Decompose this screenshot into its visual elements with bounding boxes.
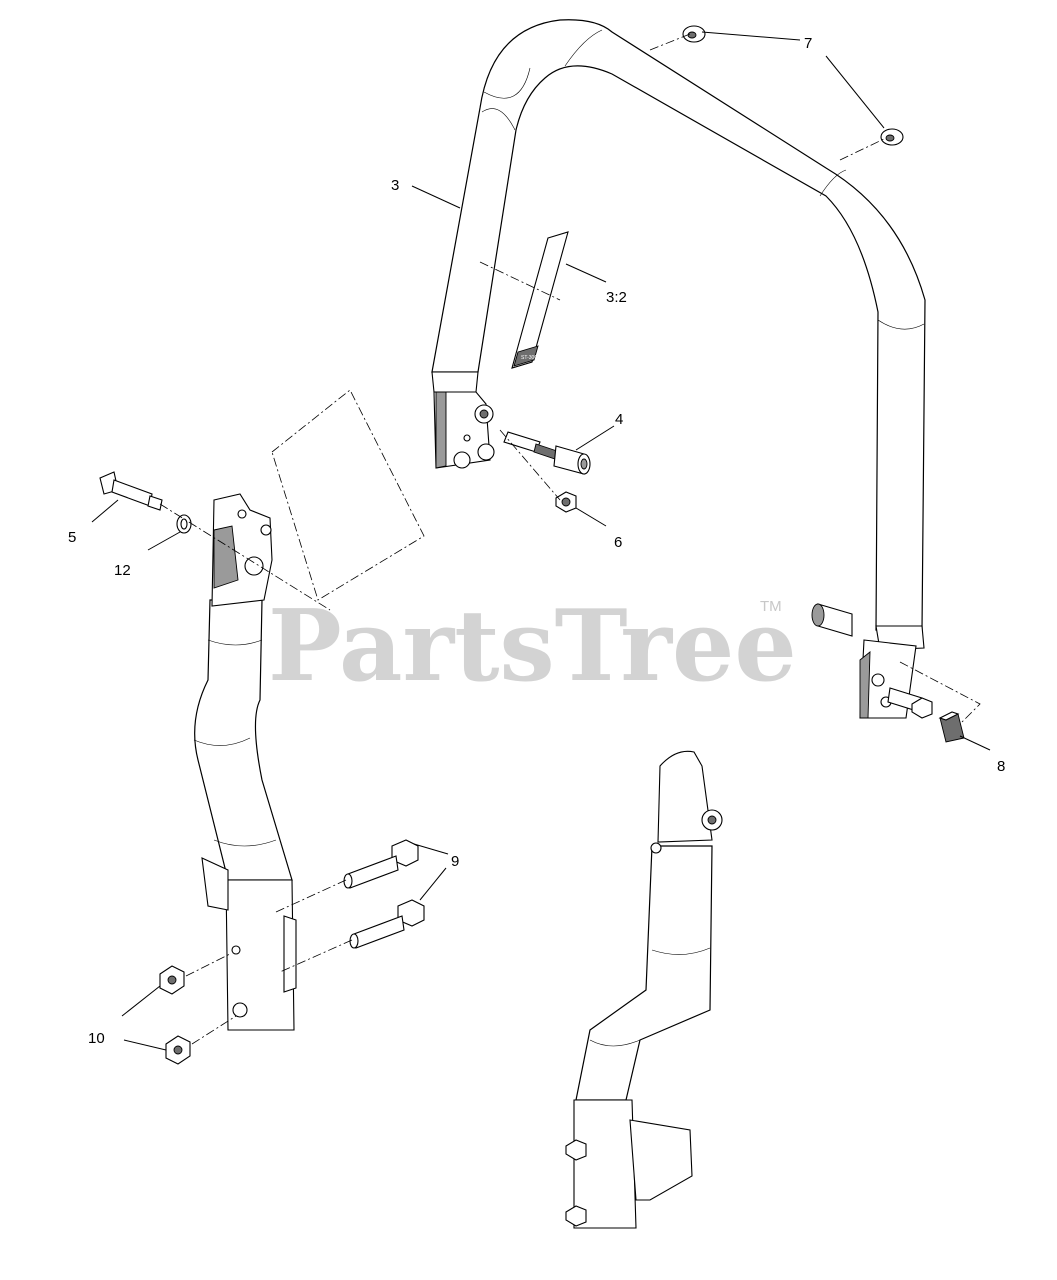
- washer-12[interactable]: [176, 514, 192, 534]
- callout-10: 10: [88, 1030, 105, 1047]
- callout-4: 4: [615, 411, 623, 428]
- callout-6: 6: [614, 534, 622, 551]
- decal-label: ST-3000: [521, 355, 540, 361]
- left-lower-roll-bar[interactable]: [193, 493, 297, 1031]
- bolt-right-bracket[interactable]: [887, 687, 933, 719]
- cap-top[interactable]: [682, 25, 706, 43]
- latch-knob-assembly[interactable]: [503, 431, 591, 475]
- flange-nut-10-upper[interactable]: [159, 965, 185, 995]
- pivot-pin-right[interactable]: [811, 603, 853, 637]
- flange-nut-6[interactable]: [555, 491, 577, 513]
- leader-lines: [91, 31, 991, 1051]
- retainer-clip-8[interactable]: [938, 711, 965, 743]
- callout-5: 5: [68, 529, 76, 546]
- callout-9: 9: [451, 853, 459, 870]
- watermark: PartsTree TM: [268, 589, 797, 704]
- warning-decal[interactable]: ST-3000: [511, 231, 569, 369]
- assembly-centerlines: [159, 33, 981, 1045]
- watermark-trademark: TM: [760, 598, 782, 615]
- callout-3-2: 3:2: [606, 289, 627, 306]
- callout-12: 12: [114, 562, 131, 579]
- callout-3: 3: [391, 177, 399, 194]
- right-lower-roll-bar[interactable]: [565, 750, 723, 1229]
- callout-7: 7: [804, 35, 812, 52]
- watermark-text: PartsTree: [268, 589, 797, 704]
- callout-labels: 3 3:2 4 5 6 7 8 9 10 12: [68, 35, 1005, 1047]
- cap-lower[interactable]: [880, 128, 904, 146]
- bolt-5[interactable]: [99, 471, 163, 511]
- flange-nut-10-lower[interactable]: [165, 1035, 191, 1065]
- callout-8: 8: [997, 758, 1005, 775]
- bolt-9-upper[interactable]: [343, 839, 419, 889]
- bolt-9-lower[interactable]: [349, 899, 425, 949]
